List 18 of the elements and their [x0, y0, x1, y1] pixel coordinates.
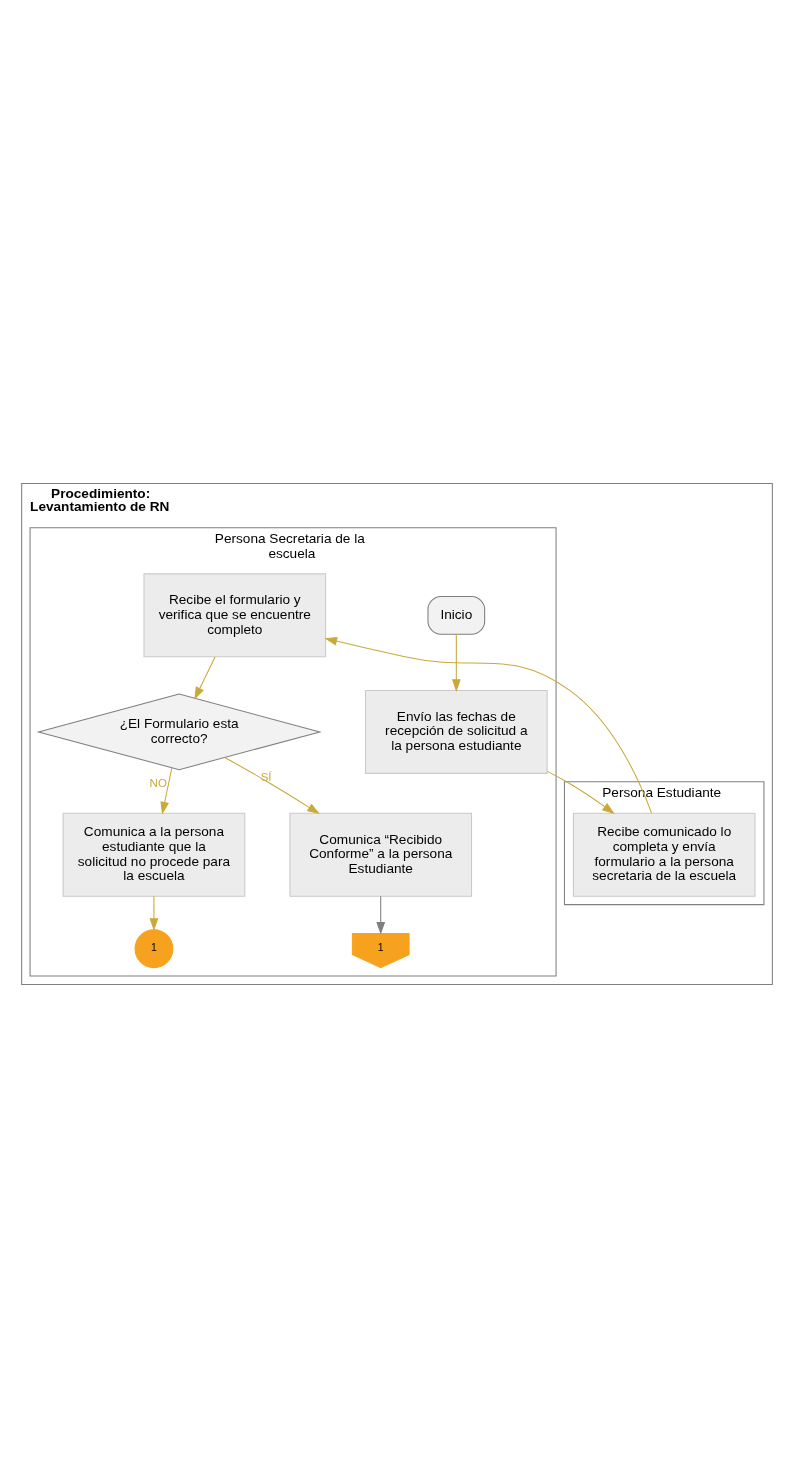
node-box: Comunica a la persona estudiante que la solicitud no procede para la escuela [62, 812, 245, 897]
node-box: Inicio [426, 595, 485, 635]
node-box: Recibe comunicado lo completa y envía formulario a la persona secretaria de la escuela [572, 812, 756, 897]
edge-label: SÍ [260, 770, 272, 783]
node-box: Recibe el formulario y verifica que se encuentre completo [142, 572, 326, 657]
edge-label: NO [149, 776, 167, 789]
node-box: Envío las fechas de recepción de solicitud a la persona estudiante [364, 689, 548, 774]
arrow [546, 770, 615, 814]
arrow [149, 895, 158, 931]
node-diamond: ¿El Formulario esta correcto? [35, 693, 322, 770]
arrow [451, 633, 461, 692]
arrow [324, 636, 652, 814]
node-box: Comunica “Recibido Conforme” a la persona Estudiante [288, 812, 472, 897]
arrow [193, 656, 216, 700]
node-circle: 1 [134, 928, 173, 968]
arrow [159, 766, 172, 814]
arrow [223, 756, 320, 814]
arrow [375, 895, 385, 935]
